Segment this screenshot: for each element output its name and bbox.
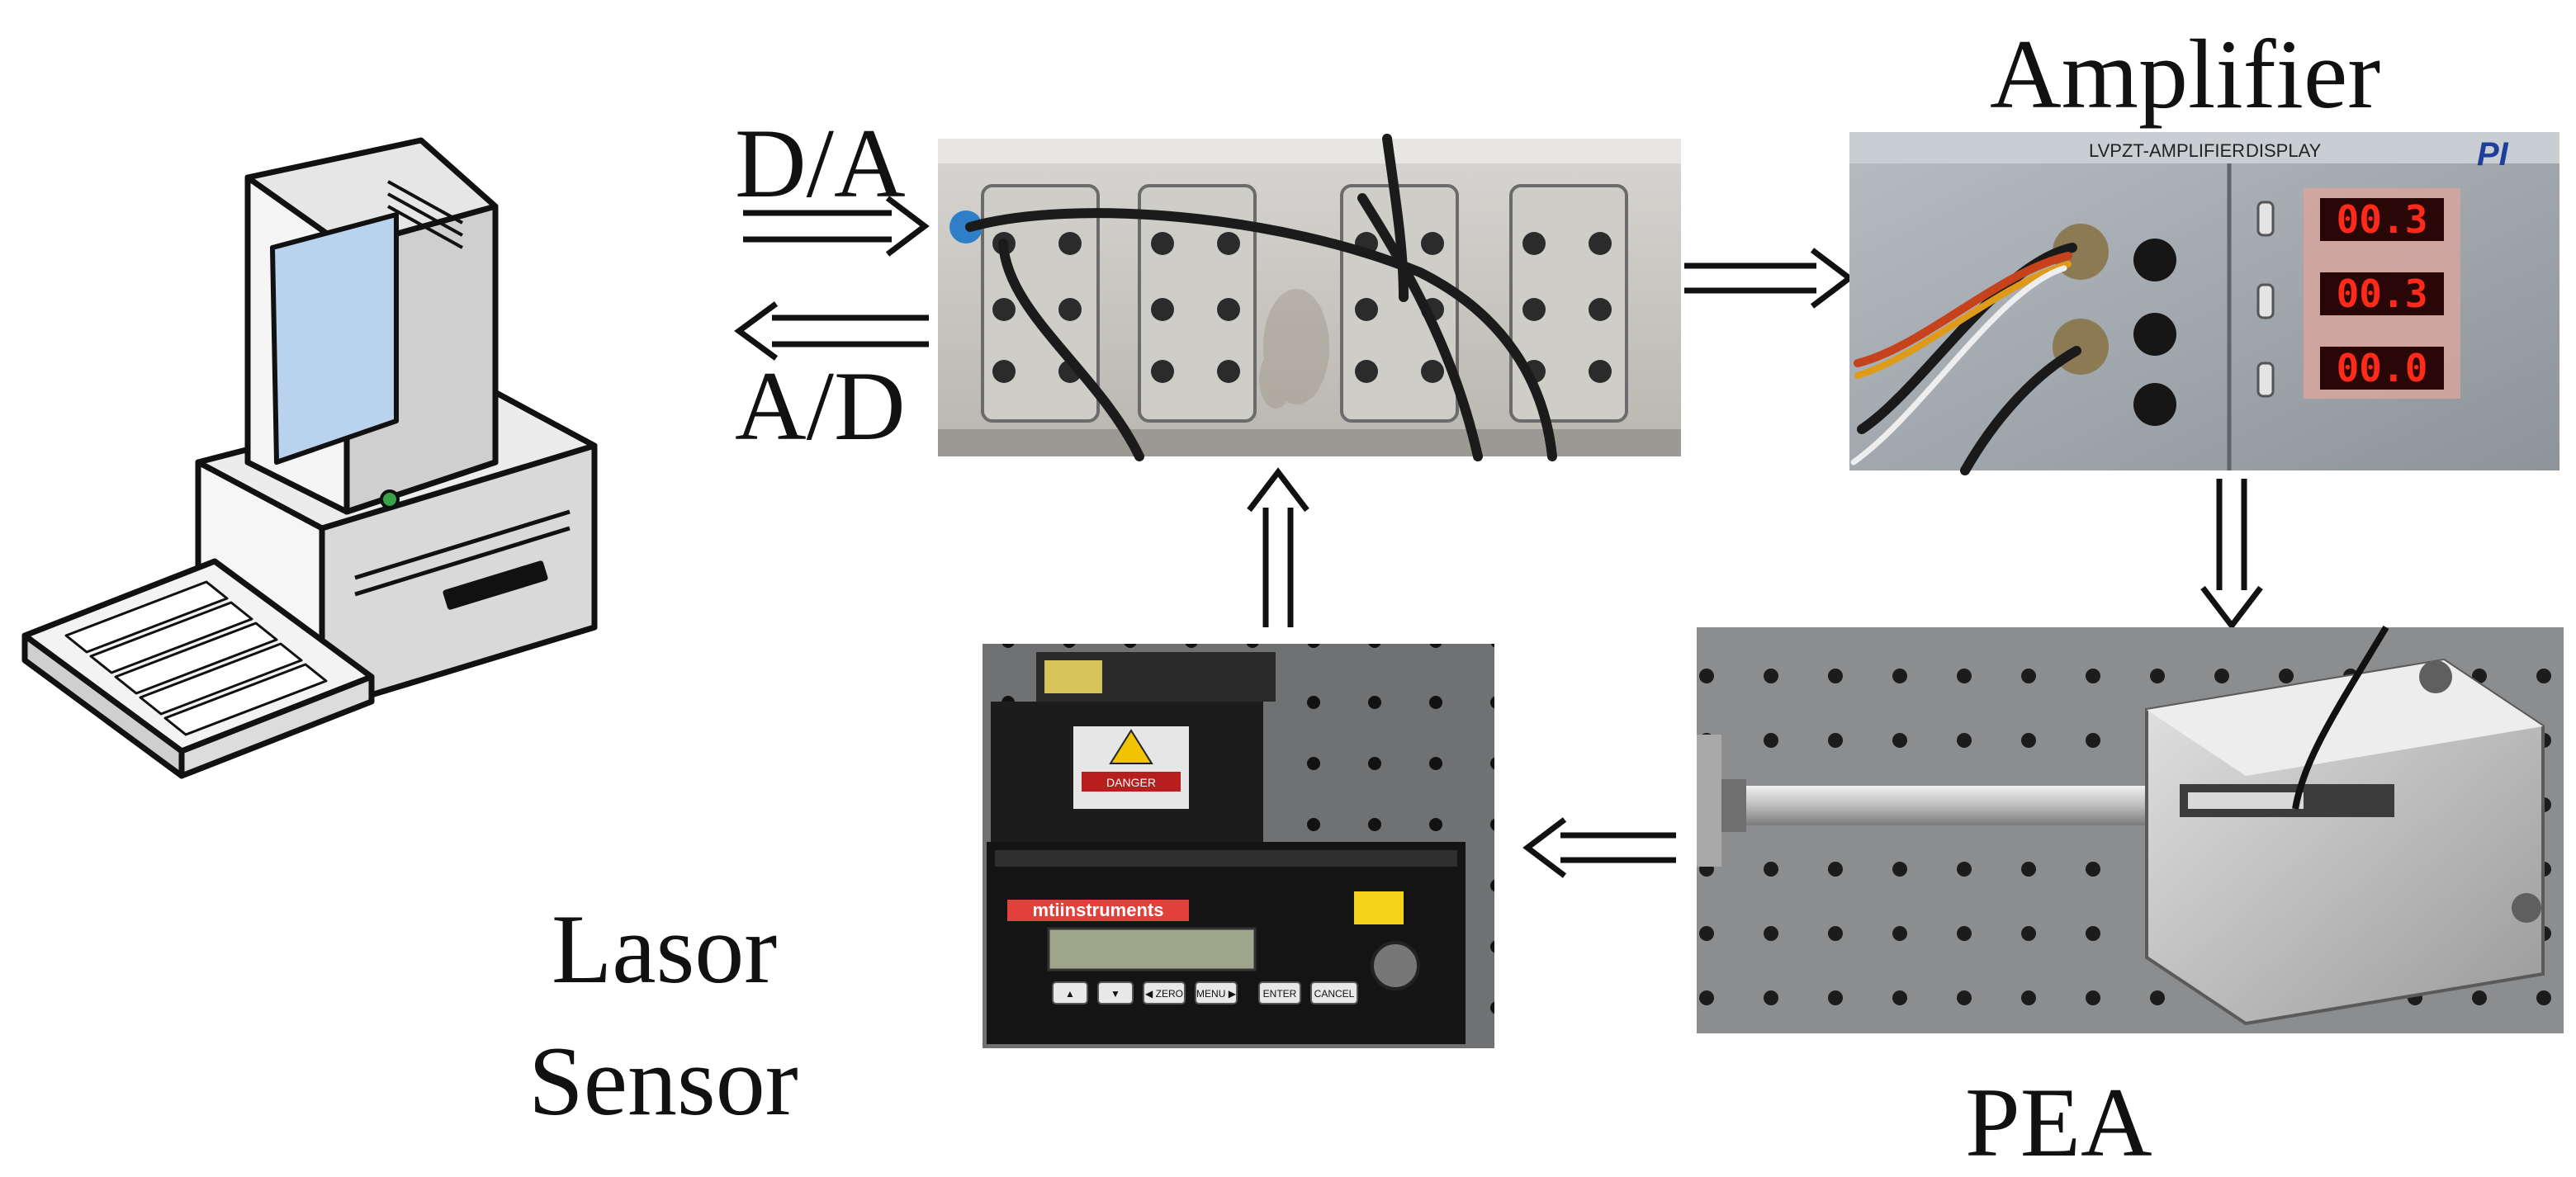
key-up: ▲ bbox=[1065, 988, 1075, 1000]
pea-to-sensor-arrow bbox=[1522, 817, 1676, 878]
readout-2: 00.3 bbox=[2337, 272, 2428, 316]
key-down: ▼ bbox=[1110, 988, 1120, 1000]
laser-sensor-image: DANGER mtiinstruments ▲ ▼ ◀ ZERO MENU ▶ … bbox=[983, 644, 1494, 1048]
daq-to-amplifier-arrow bbox=[1684, 248, 1854, 309]
pea-image bbox=[1697, 625, 2564, 1033]
key-enter: ENTER bbox=[1263, 988, 1297, 1000]
mti-brand: mtiinstruments bbox=[1033, 900, 1164, 920]
laser-sensor-label-line1: Lasor bbox=[552, 894, 778, 1004]
daq-panel-image bbox=[938, 134, 1681, 461]
danger-label: DANGER bbox=[1106, 776, 1156, 789]
da-label: D/A bbox=[735, 108, 906, 218]
key-zero: ◀ ZERO bbox=[1145, 988, 1183, 1000]
readout-1: 00.3 bbox=[2337, 197, 2428, 242]
pi-logo: PI bbox=[2477, 136, 2509, 173]
ad-label: A/D bbox=[735, 351, 906, 461]
amplifier-model-text: LVPZT-AMPLIFIER bbox=[2089, 140, 2245, 161]
ad-arrow bbox=[734, 301, 929, 361]
amplifier-to-pea-arrow bbox=[2200, 479, 2263, 631]
key-menu: MENU ▶ bbox=[1196, 988, 1237, 1000]
amplifier-image: LVPZT-AMPLIFIER DISPLAY PI 00.3 00.3 00.… bbox=[1849, 132, 2559, 475]
sensor-to-daq-arrow bbox=[1247, 467, 1309, 627]
key-cancel: CANCEL bbox=[1314, 988, 1355, 1000]
display-title-text: DISPLAY bbox=[2246, 140, 2322, 161]
computer-icon bbox=[21, 137, 598, 779]
amplifier-label: Amplifier bbox=[1990, 19, 2381, 129]
da-arrow bbox=[743, 196, 930, 257]
readout-3: 00.0 bbox=[2337, 346, 2428, 390]
laser-sensor-label-line2: Sensor bbox=[528, 1026, 798, 1136]
pea-label: PEA bbox=[1965, 1067, 2152, 1177]
